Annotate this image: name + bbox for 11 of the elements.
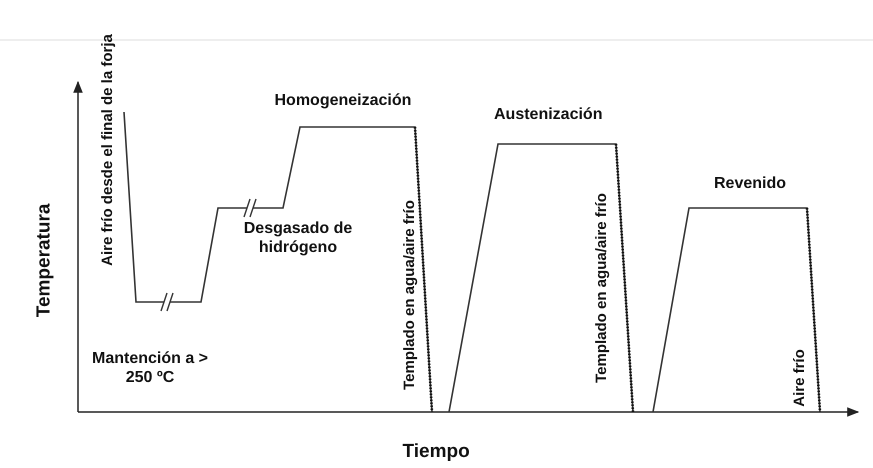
- stage-label: Austenización: [494, 104, 602, 124]
- cooling-label: Templado en agua/aire frío: [400, 200, 419, 390]
- stage-label: Homogeneización: [274, 90, 412, 110]
- stage-label: Revenido: [714, 174, 786, 193]
- axis-title: Temperatura: [33, 203, 56, 317]
- axis-annotation: Aire frío desde el final de la forja: [98, 34, 117, 266]
- cooling-label: Templado en agua/aire frío: [592, 193, 611, 383]
- cooling-label: Aire frío: [790, 349, 809, 407]
- axis-title: Tiempo: [402, 440, 470, 464]
- stage-label: Mantención a > 250 ºC: [90, 349, 210, 388]
- stage-label: Desgasado de hidrógeno: [242, 219, 354, 258]
